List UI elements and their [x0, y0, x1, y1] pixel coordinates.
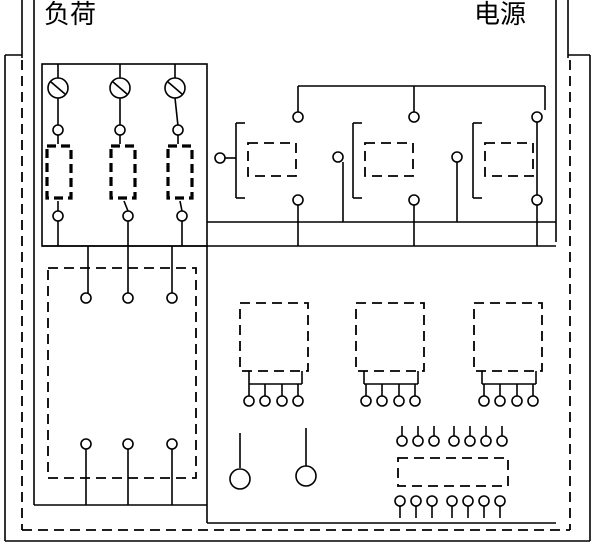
lamp-1-icon	[229, 468, 251, 490]
relay-1	[239, 302, 309, 407]
left-panel-frame	[41, 63, 556, 524]
fuse-1-icon	[45, 144, 73, 200]
fuse-2-icon	[109, 144, 137, 200]
inner-dashed-enclosure	[21, 60, 571, 531]
lamp-2-icon	[295, 465, 317, 487]
outer-enclosure	[4, 54, 591, 542]
relay-3	[473, 302, 543, 407]
source-label: 电源	[474, 0, 527, 30]
relay-2	[355, 302, 425, 407]
terminal-block	[394, 426, 509, 518]
lower-left-module	[47, 246, 197, 505]
contactor-2	[332, 86, 420, 246]
meter-fuse-columns	[45, 64, 194, 246]
indicator-lamps	[229, 428, 317, 490]
load-lead	[21, 0, 207, 506]
load-label: 负荷	[44, 0, 97, 30]
fuse-3-icon	[166, 144, 194, 200]
contactor-1	[214, 86, 304, 246]
bus-lines	[42, 85, 556, 247]
source-lead	[555, 0, 569, 242]
contactor-3	[451, 111, 543, 246]
